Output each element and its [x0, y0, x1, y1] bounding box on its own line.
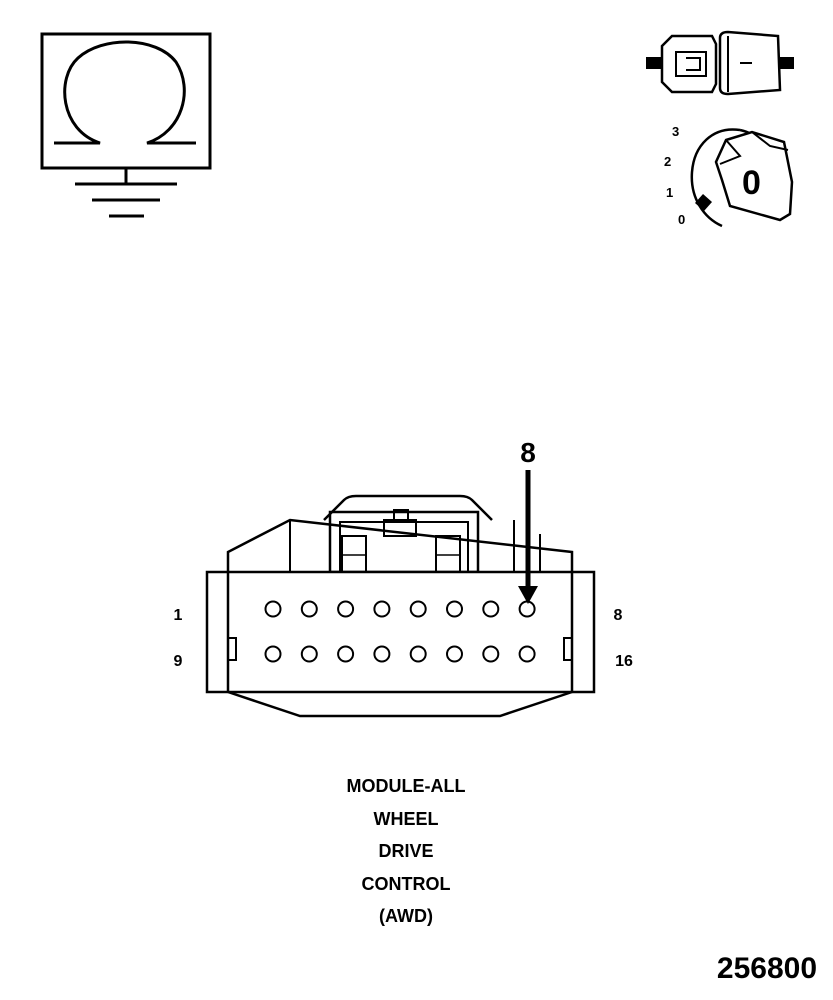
connector-face: 8 1 8 9 16 [174, 437, 633, 718]
pin-cavity-10 [300, 645, 318, 663]
key-position-0: 0 [678, 212, 685, 227]
pin-pointer-arrow [518, 470, 538, 604]
ground-resistance-icon [40, 32, 212, 218]
row2-right-label: 16 [615, 653, 633, 670]
pin-cavity-8 [518, 600, 536, 618]
pin-cavity-14 [446, 645, 463, 663]
pin-cavity-15 [482, 645, 500, 663]
pin-cavity-7 [482, 600, 500, 618]
row1-right-label: 8 [614, 607, 623, 624]
key-label: 0 [742, 164, 761, 202]
pin-cavity-5 [409, 600, 427, 618]
pin-cavity-1 [264, 600, 282, 618]
pin-cavity-9 [264, 645, 282, 663]
pin-cavity-12 [373, 645, 391, 663]
pin-cavity-13 [409, 645, 427, 663]
pointer-label: 8 [520, 437, 536, 468]
pin-cavity-6 [446, 600, 463, 618]
caption-line-3: DRIVE [378, 841, 434, 861]
row1-left-label: 1 [174, 607, 183, 624]
caption-line-4: CONTROL [361, 874, 451, 894]
caption-line-1: MODULE-ALL [346, 776, 466, 796]
pin-rows [264, 600, 536, 663]
key-position-1: 1 [666, 185, 673, 200]
caption-line-5: (AWD) [379, 906, 433, 926]
pin-cavity-3 [337, 600, 355, 618]
figure-number: 256800 [716, 952, 817, 985]
row2-left-label: 9 [174, 653, 183, 670]
ignition-key-icon: 3 2 1 0 0 [664, 124, 794, 228]
pin-cavity-16 [518, 645, 536, 663]
key-position-3: 3 [672, 124, 679, 139]
pin-cavity-11 [337, 645, 355, 663]
caption-line-2: WHEEL [373, 809, 439, 829]
pin-cavity-4 [373, 600, 391, 618]
key-position-2: 2 [664, 154, 671, 169]
connector-plug-icon [646, 30, 794, 96]
pin-cavity-2 [300, 600, 318, 618]
